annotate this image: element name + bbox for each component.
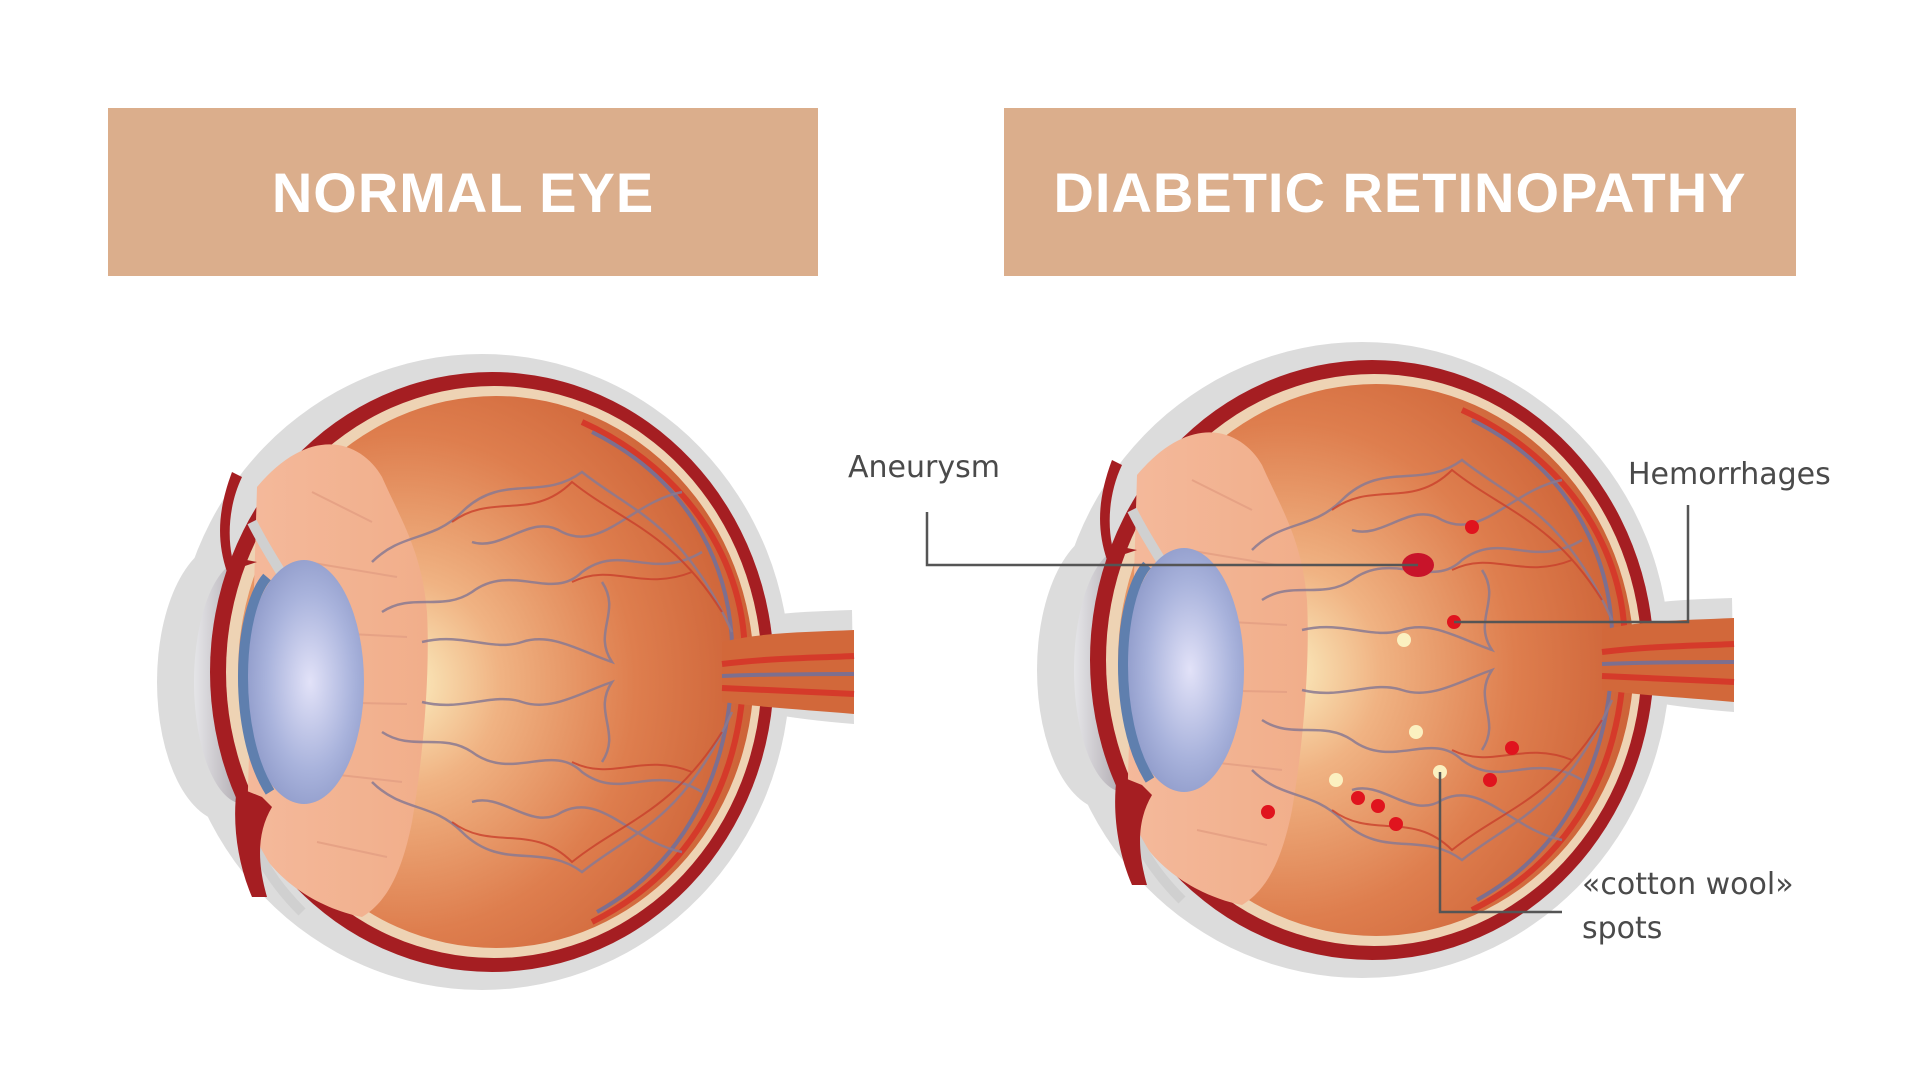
normal-eye-banner: NORMAL EYE: [108, 108, 818, 276]
hemorrhage-spots: [1261, 520, 1519, 831]
diabetic-retinopathy-title: DIABETIC RETINOPATHY: [1053, 160, 1747, 224]
cotton-wool-leader: [1438, 772, 1562, 914]
hemorrhages-label: Hemorrhages: [1628, 457, 1831, 492]
cotton-wool-label-line1: «cotton wool»: [1582, 867, 1794, 902]
normal-eye-figure: [157, 354, 854, 990]
aneurysm-label: Aneurysm: [848, 450, 1000, 485]
cotton-wool-label-line2: spots: [1582, 911, 1663, 946]
normal-eye-title: NORMAL EYE: [271, 160, 655, 224]
diabetic-eye-figure: [1037, 342, 1734, 978]
aneurysm-leader: [925, 512, 1418, 567]
callout-leader-lines: [925, 505, 1690, 914]
diabetic-retinopathy-banner: DIABETIC RETINOPATHY: [1004, 108, 1796, 276]
hemorrhages-leader: [1454, 505, 1690, 624]
